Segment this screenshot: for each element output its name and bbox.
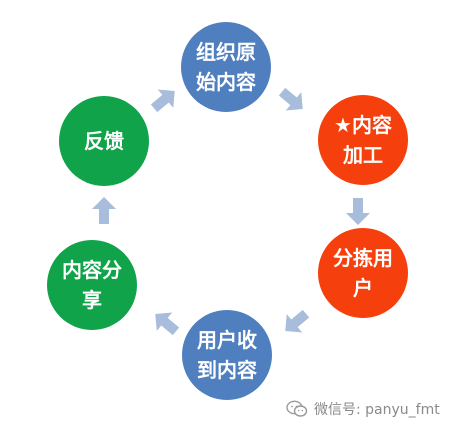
watermark: 微信号: panyu_fmt [286,396,440,422]
node-label: 内容分 享 [62,258,122,312]
node-content-sharing: 内容分 享 [47,240,137,330]
arrow-left-up-icon [155,312,180,336]
node-feedback: 反馈 [59,96,149,186]
wechat-icon [286,400,308,417]
arrow-left-down-icon [285,309,310,333]
node-organize-original-content: 组织原 始内容 [181,22,271,112]
watermark-text: 微信号: panyu_fmt [314,402,440,418]
node-label: 分拣用 户 [333,246,393,300]
node-label: ★内容 加工 [334,113,392,167]
arrow-right-up-icon [150,89,175,113]
arrow-right-down-icon [278,87,303,111]
node-label: 反馈 [84,129,124,153]
node-label: 用户收 到内容 [197,328,257,382]
arrow-down-icon [346,198,370,225]
node-sort-users: 分拣用 户 [318,228,408,318]
node-label: 组织原 始内容 [196,40,256,94]
arrow-up-icon [92,197,116,224]
node-users-receive-content: 用户收 到内容 [182,310,272,400]
node-content-processing: ★内容 加工 [318,95,408,185]
